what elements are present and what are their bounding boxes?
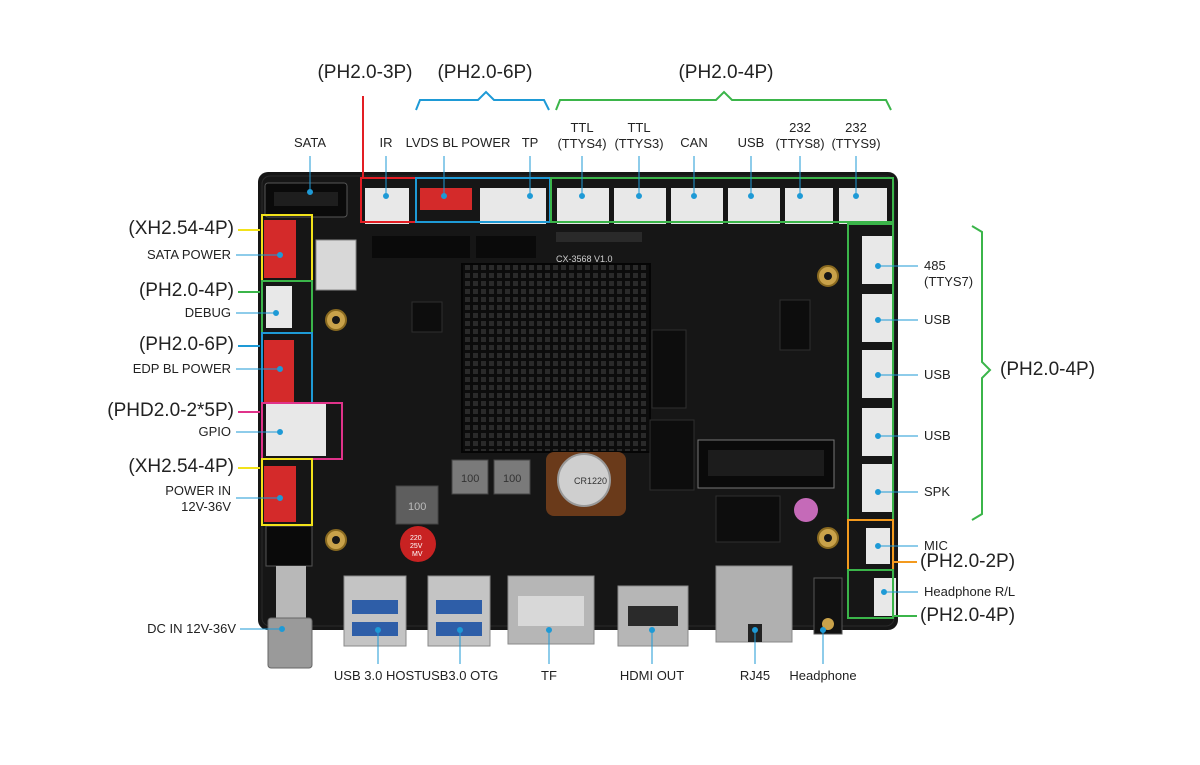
usb-right-label-1: USB bbox=[924, 312, 951, 327]
group-xh254-4p-b-label: (XH2.54-4P) bbox=[128, 456, 234, 477]
top-brackets bbox=[362, 90, 892, 178]
usb-right-label-2: USB bbox=[924, 367, 951, 382]
battery-holder bbox=[546, 452, 626, 516]
usb30-otg-label: USB3.0 OTG bbox=[421, 668, 499, 683]
rs485-label-2: (TTYS7) bbox=[924, 274, 974, 289]
lvds-bl-power-label: LVDS BL POWER bbox=[405, 135, 511, 150]
group-ph20-4p-left-label: (PH2.0-4P) bbox=[138, 280, 234, 301]
dc-in-label: DC IN 12V-36V bbox=[147, 621, 236, 636]
group-ph20-3p-label: (PH2.0-3P) bbox=[317, 62, 413, 83]
group-phd20-2x5p-label: (PHD2.0-2*5P) bbox=[107, 400, 234, 421]
power-in-label-1: POWER IN bbox=[165, 483, 231, 498]
can-label: CAN bbox=[680, 135, 708, 150]
usb-right-label-3: USB bbox=[924, 428, 951, 443]
group-boxes bbox=[261, 177, 894, 619]
group-xh254-4p-a-label: (XH2.54-4P) bbox=[128, 218, 234, 239]
cap-small bbox=[794, 498, 818, 522]
battery-text: CR1220 bbox=[574, 476, 607, 486]
power-in-label-2: 12V-36V bbox=[181, 499, 231, 514]
right-brackets bbox=[893, 225, 992, 617]
tf-label: TF bbox=[541, 668, 557, 683]
capacitor-text-3: MV bbox=[412, 551, 423, 558]
mounting-holes bbox=[325, 265, 839, 551]
inductor-c-text: 100 bbox=[408, 501, 426, 513]
ttl-ttys4-label-2: (TTYS4) bbox=[557, 136, 607, 151]
group-ph20-4p-bottom-label: (PH2.0-4P) bbox=[920, 605, 1016, 626]
rs232-ttys9-label-2: (TTYS9) bbox=[831, 136, 881, 151]
hdmi-out-label: HDMI OUT bbox=[619, 668, 685, 683]
ttl-ttys3-label-1: TTL bbox=[627, 120, 651, 135]
debug-label: DEBUG bbox=[184, 305, 231, 320]
group-ph20-4p-label: (PH2.0-4P) bbox=[678, 62, 774, 83]
silkscreen: CX-3568 V1.0 CR1220 100 100 100 220 25V … bbox=[408, 254, 613, 558]
capacitor-text-2: 25V bbox=[410, 543, 423, 550]
usb30-host-label: USB 3.0 HOST bbox=[333, 668, 423, 683]
rs232-ttys9-label-1: 232 bbox=[845, 120, 867, 135]
edp-bl-power-label: EDP BL POWER bbox=[132, 361, 231, 376]
heatsink bbox=[461, 263, 651, 453]
ttl-ttys3-label-2: (TTYS3) bbox=[614, 136, 664, 151]
capacitor bbox=[400, 526, 436, 562]
callout-lines bbox=[236, 156, 918, 664]
m2-slot bbox=[697, 439, 835, 489]
mic-label: MIC bbox=[924, 538, 948, 553]
ttl-ttys4-label-1: TTL bbox=[570, 120, 594, 135]
rs232-ttys8-label-2: (TTYS8) bbox=[775, 136, 825, 151]
group-ph20-6p-label: (PH2.0-6P) bbox=[437, 62, 533, 83]
sata-power-label: SATA POWER bbox=[146, 247, 231, 262]
inductors bbox=[395, 459, 531, 525]
top-headers bbox=[365, 188, 887, 224]
rs232-ttys8-label-1: 232 bbox=[789, 120, 811, 135]
headphone-rl-label: Headphone R/L bbox=[924, 584, 1016, 599]
sata-connector bbox=[264, 182, 348, 218]
group-ph20-6p-left-label: (PH2.0-6P) bbox=[138, 334, 234, 355]
board-model-text: CX-3568 V1.0 bbox=[556, 254, 613, 264]
headphone-label: Headphone bbox=[789, 668, 857, 683]
rs485-label-1: 485 bbox=[924, 258, 946, 273]
tp-label: TP bbox=[521, 135, 539, 150]
spk-label: SPK bbox=[924, 484, 951, 499]
gpio-label: GPIO bbox=[198, 424, 231, 439]
inductor-b-text: 100 bbox=[503, 473, 521, 485]
group-ph20-2p-label: (PH2.0-2P) bbox=[920, 551, 1016, 572]
inductor-a-text: 100 bbox=[461, 473, 479, 485]
capacitor-text-1: 220 bbox=[410, 535, 422, 542]
left-leaders bbox=[238, 229, 260, 469]
chips bbox=[315, 239, 811, 543]
usb-top-label: USB bbox=[737, 135, 765, 150]
group-ph20-4p-right-label: (PH2.0-4P) bbox=[1000, 359, 1096, 380]
sata-label: SATA bbox=[293, 135, 327, 150]
pin-header bbox=[372, 232, 642, 258]
ir-label: IR bbox=[379, 135, 393, 150]
rj45-label: RJ45 bbox=[739, 668, 771, 683]
